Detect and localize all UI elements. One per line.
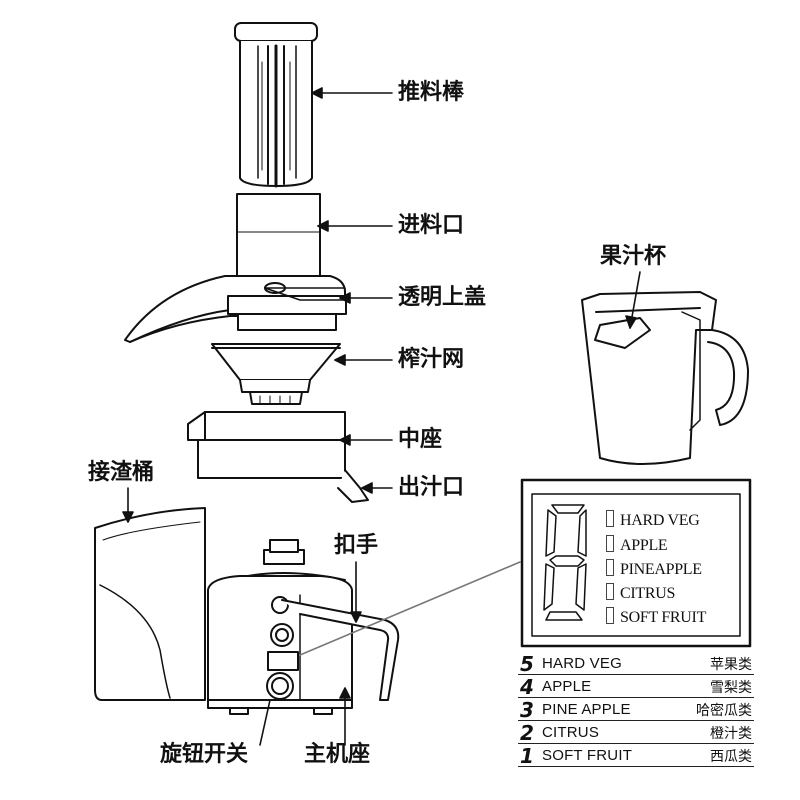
mode-row: 5 HARD VEG 苹果类 [518, 652, 754, 676]
label-squeeze-screen: 榨汁网 [398, 347, 465, 372]
pusher-drawing [234, 22, 318, 188]
label-rotary-switch: 旋钮开关 [160, 742, 249, 767]
panel-option-apple: APPLE [606, 535, 668, 555]
indicator-box [606, 535, 614, 552]
mode-english: SOFT FRUIT [542, 747, 633, 764]
label-feed-chute: 进料口 [398, 213, 465, 238]
label-pulp-container: 接渣桶 [88, 460, 155, 485]
cover-drawing [124, 275, 347, 343]
label-pusher: 推料棒 [398, 80, 465, 105]
main-base-drawing [207, 539, 400, 715]
indicator-box [606, 607, 614, 624]
label-middle-base: 中座 [398, 427, 443, 452]
mode-row: 2 CITRUS 橙汁类 [518, 721, 754, 745]
mode-row: 3 PINE APPLE 哈密瓜类 [518, 698, 754, 722]
juice-cup-drawing [581, 291, 749, 465]
indicator-box [606, 510, 614, 527]
control-panel-drawing [520, 478, 752, 648]
mode-english: PINE APPLE [542, 701, 631, 718]
label-main-base: 主机座 [304, 742, 371, 767]
panel-option-label: SOFT FRUIT [620, 609, 707, 626]
screen-drawing [211, 343, 341, 405]
panel-option-soft-fruit: SOFT FRUIT [606, 607, 706, 627]
mode-row: 1 SOFT FRUIT 西瓜类 [518, 744, 754, 768]
mode-english: CITRUS [542, 724, 600, 741]
mode-english: HARD VEG [542, 655, 622, 672]
panel-option-label: CITRUS [620, 585, 676, 602]
label-juice-cup: 果汁杯 [600, 244, 667, 269]
leader-lines [122, 87, 641, 746]
middle-base-drawing [187, 411, 369, 503]
label-transparent-cover: 透明上盖 [398, 285, 487, 310]
mode-chinese: 苹果类 [710, 657, 752, 673]
mode-number: 3 [520, 698, 534, 722]
indicator-box [606, 583, 614, 600]
panel-option-pineapple: PINEAPPLE [606, 559, 702, 579]
leader-panel [299, 561, 521, 656]
mode-row: 4 APPLE 雪梨类 [518, 675, 754, 699]
mode-legend: 5 HARD VEG 苹果类 4 APPLE 雪梨类 3 PINE APPLE … [518, 652, 754, 768]
panel-option-citrus: CITRUS [606, 583, 675, 603]
feed-chute-drawing [236, 193, 321, 277]
mode-number: 4 [520, 675, 534, 699]
mode-number: 1 [520, 744, 534, 768]
mode-number: 2 [520, 721, 534, 745]
mode-chinese: 西瓜类 [710, 749, 752, 765]
panel-option-hard-veg: HARD VEG [606, 510, 700, 530]
mode-english: APPLE [542, 678, 592, 695]
mode-number: 5 [520, 652, 534, 676]
mode-chinese: 橙汁类 [710, 726, 752, 742]
mode-chinese: 雪梨类 [710, 680, 752, 696]
panel-option-label: APPLE [620, 537, 668, 554]
mode-chinese: 哈密瓜类 [696, 703, 752, 719]
label-handle: 扣手 [334, 533, 379, 558]
leader-rotary-switch [259, 699, 271, 746]
label-juice-outlet: 出汁口 [398, 475, 465, 500]
panel-option-label: PINEAPPLE [620, 561, 702, 578]
pulp-container-drawing [94, 507, 206, 701]
panel-option-label: HARD VEG [620, 512, 700, 529]
indicator-box [606, 559, 614, 576]
